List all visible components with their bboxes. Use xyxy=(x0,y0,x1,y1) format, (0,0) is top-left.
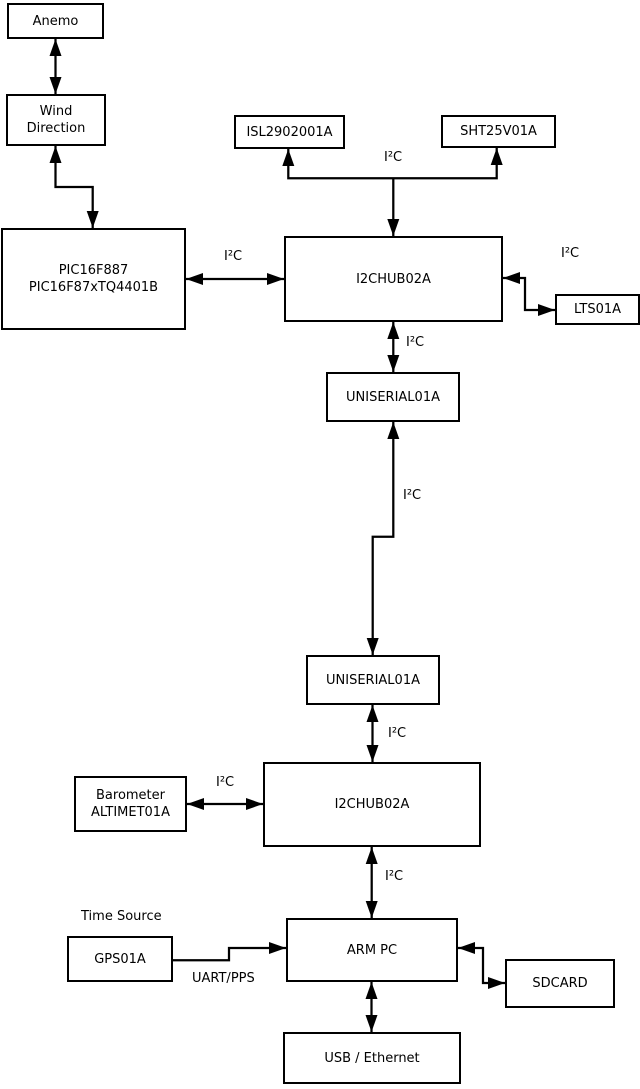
node-barometer: Barometer ALTIMET01A xyxy=(74,776,187,832)
label-uart-pps: UART/PPS xyxy=(192,971,255,986)
node-anemo-label: Anemo xyxy=(32,13,79,29)
node-sht25v01a-label: SHT25V01A xyxy=(460,124,537,139)
edge-label-i2c-uniserial-hub: I²C xyxy=(388,726,407,741)
node-arm-pc: ARM PC xyxy=(286,918,458,982)
node-anemo: Anemo xyxy=(7,3,104,39)
node-i2chub02a-top: I2CHUB02A xyxy=(284,236,503,322)
node-usb-ethernet-label: USB / Ethernet xyxy=(324,1050,420,1066)
node-uniserial01a-lower: UNISERIAL01A xyxy=(306,655,440,705)
edge-label-i2c-hub-lts: I²C xyxy=(561,246,580,261)
edge-label-i2c-uniserial-link: I²C xyxy=(403,488,422,503)
node-barometer-label-line2: ALTIMET01A xyxy=(91,805,170,820)
node-lts01a-label: LTS01A xyxy=(573,302,622,317)
node-lts01a: LTS01A xyxy=(555,294,640,325)
node-wind-direction-label-line1: Wind xyxy=(39,104,73,119)
node-gps01a-label: GPS01A xyxy=(94,951,146,967)
label-time-source: Time Source xyxy=(81,909,162,924)
node-uniserial01a-upper: UNISERIAL01A xyxy=(326,372,460,422)
arrowhead-icons xyxy=(49,39,555,1032)
node-pic16f887-label-line2: PIC16F87xTQ4401B xyxy=(28,280,159,295)
edge-label-i2c-hub-uniserial: I²C xyxy=(406,335,425,350)
node-sdcard-label: SDCARD xyxy=(532,976,588,991)
edge-label-i2c-hub-arm: I²C xyxy=(385,869,404,884)
node-barometer-label-line1: Barometer xyxy=(96,788,165,803)
node-sdcard: SDCARD xyxy=(505,959,615,1008)
node-uniserial01a-upper-label: UNISERIAL01A xyxy=(346,389,440,405)
node-wind-direction: Wind Direction xyxy=(6,94,106,146)
edge-label-i2c-sensor-bus: I²C xyxy=(384,150,403,165)
node-isl2902001a-label: ISL2902001A xyxy=(246,124,333,140)
node-i2chub02a-top-label: I2CHUB02A xyxy=(356,271,431,287)
node-pic16f887-label-line1: PIC16F887 xyxy=(58,263,129,278)
node-arm-pc-label: ARM PC xyxy=(346,942,398,958)
edge-label-i2c-pic-hub: I²C xyxy=(224,249,243,264)
node-isl2902001a: ISL2902001A xyxy=(234,115,345,149)
node-usb-ethernet: USB / Ethernet xyxy=(283,1032,461,1084)
node-sht25v01a: SHT25V01A xyxy=(441,115,556,148)
node-pic16f887: PIC16F887 PIC16F87xTQ4401B xyxy=(1,228,186,330)
edge-label-i2c-barometer-hub: I²C xyxy=(216,775,235,790)
node-wind-direction-label-line2: Direction xyxy=(26,121,86,136)
node-gps01a: GPS01A xyxy=(67,936,173,982)
wires xyxy=(54,39,555,1032)
node-i2chub02a-bottom: I2CHUB02A xyxy=(263,762,481,847)
node-i2chub02a-bottom-label: I2CHUB02A xyxy=(334,797,410,812)
node-uniserial01a-lower-label: UNISERIAL01A xyxy=(326,672,420,688)
